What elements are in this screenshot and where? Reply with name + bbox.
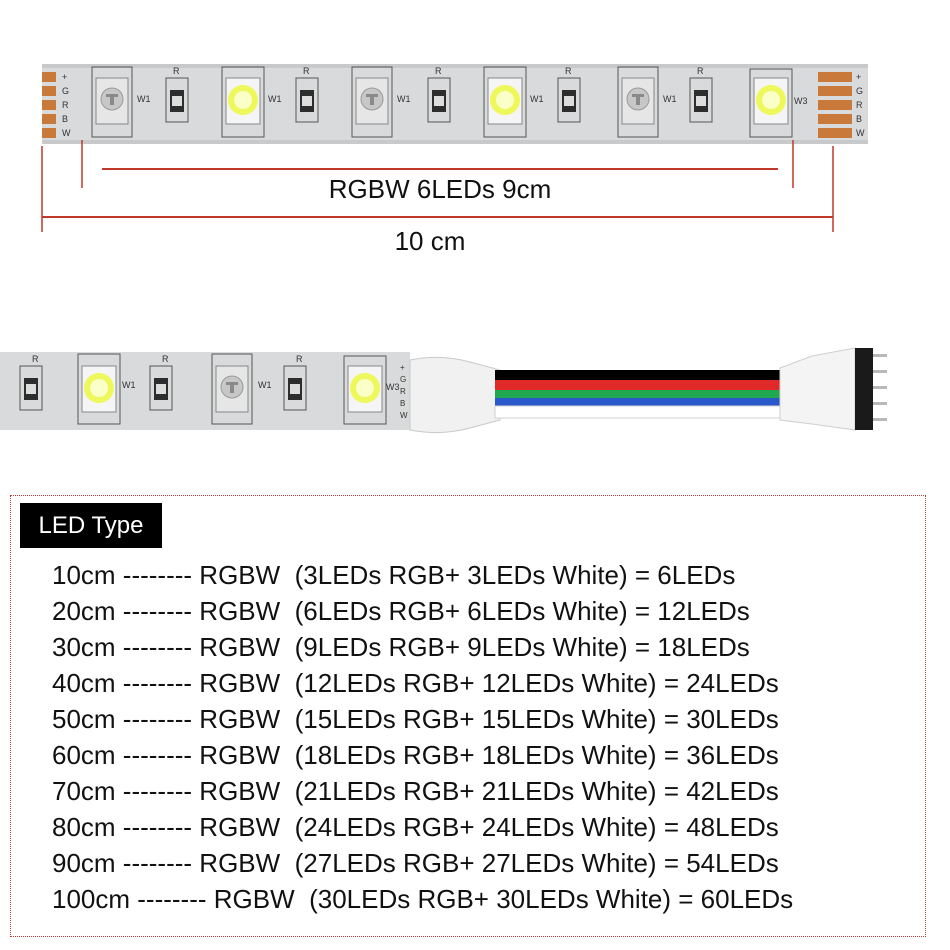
wire-red: [495, 380, 785, 390]
pad-label: R: [400, 387, 406, 396]
resistor-label: R: [303, 66, 310, 76]
led-strip-with-connector: R R R W1 W1 W3: [0, 347, 887, 434]
rgb-led-chip: [91, 66, 133, 138]
led-type-panel: [10, 495, 926, 937]
white-label: W3: [386, 382, 400, 392]
resistor: [689, 77, 713, 123]
resistor-label: R: [565, 66, 572, 76]
resistor: [427, 77, 451, 123]
led-type-header: LED Type: [20, 503, 162, 548]
wire-green: [495, 390, 785, 398]
led-type-row: 50cm -------- RGBW (15LEDs RGB+ 15LEDs W…: [52, 704, 779, 734]
left-solder-pads: [42, 72, 56, 138]
resistor-label: R: [162, 354, 169, 364]
white-label: W1: [137, 94, 151, 104]
pad-label: W: [856, 128, 865, 138]
led-type-list: 10cm -------- RGBW (3LEDs RGB+ 3LEDs Whi…: [52, 557, 793, 917]
resistor: [283, 365, 307, 411]
white-label: W1: [268, 94, 282, 104]
wire-white: [494, 405, 786, 419]
white-label: W1: [530, 94, 544, 104]
connector-pins: [855, 348, 887, 430]
white-led-chip: [343, 355, 387, 425]
white-label: W1: [397, 94, 411, 104]
rgb-led-chip: [617, 66, 659, 138]
led-type-row: 100cm -------- RGBW (30LEDs RGB+ 30LEDs …: [52, 884, 794, 914]
white-label: W3: [794, 96, 808, 106]
led-type-row: 10cm -------- RGBW (3LEDs RGB+ 3LEDs Whi…: [52, 560, 736, 590]
resistor-label: R: [697, 66, 704, 76]
white-label: W1: [663, 94, 677, 104]
rgb-led-chip: [211, 353, 253, 425]
white-led-chip: [749, 68, 793, 138]
white-led-chip: [77, 353, 121, 425]
pad-label: W: [400, 411, 408, 420]
connector-housing: [779, 347, 856, 431]
wire-blue: [495, 398, 785, 406]
resistor: [557, 77, 581, 123]
led-type-row: 30cm -------- RGBW (9LEDs RGB+ 9LEDs Whi…: [52, 632, 750, 662]
pad-label: +: [62, 72, 67, 82]
rgb-led-chip: [351, 66, 393, 138]
white-led-chip: [221, 66, 265, 138]
resistor-label: R: [173, 66, 180, 76]
measure-inner-label: RGBW 6LEDs 9cm: [328, 174, 552, 204]
led-type-row: 70cm -------- RGBW (21LEDs RGB+ 21LEDs W…: [52, 776, 779, 806]
ribbon-wires: [494, 370, 786, 419]
resistor-label: R: [296, 354, 303, 364]
pad-label: R: [856, 100, 863, 110]
measure-outer-label: 10 cm: [394, 226, 466, 256]
led-type-row: 40cm -------- RGBW (12LEDs RGB+ 12LEDs W…: [52, 668, 779, 698]
white-label: W1: [122, 380, 136, 390]
wire-black: [495, 370, 785, 380]
led-type-row: 60cm -------- RGBW (18LEDs RGB+ 18LEDs W…: [52, 740, 779, 770]
white-led-chip: [483, 66, 527, 138]
white-label: W1: [258, 380, 272, 390]
right-solder-pads: [818, 72, 852, 138]
resistor: [295, 77, 319, 123]
pad-label: B: [62, 114, 68, 124]
resistor-label: R: [435, 66, 442, 76]
led-type-row: 90cm -------- RGBW (27LEDs RGB+ 27LEDs W…: [52, 848, 779, 878]
strip-body: [0, 352, 410, 430]
pad-label: W: [62, 128, 71, 138]
pad-label: +: [400, 363, 405, 372]
led-strip-top: + G R B W + G R B W W1 R W: [42, 64, 868, 144]
resistor-label: R: [32, 354, 39, 364]
led-type-row: 80cm -------- RGBW (24LEDs RGB+ 24LEDs W…: [52, 812, 779, 842]
resistor: [19, 365, 43, 411]
pad-label: +: [856, 72, 861, 82]
pad-label: B: [856, 114, 862, 124]
pad-label: G: [856, 86, 863, 96]
pad-label: R: [62, 100, 69, 110]
resistor: [149, 365, 173, 411]
pad-label: G: [62, 86, 69, 96]
heat-shrink-cap: [409, 356, 501, 434]
pad-label: G: [400, 375, 406, 384]
resistor: [165, 77, 189, 123]
measurement-lines: [41, 140, 834, 232]
pad-label: B: [400, 399, 405, 408]
led-type-row: 20cm -------- RGBW (6LEDs RGB+ 6LEDs Whi…: [52, 596, 750, 626]
